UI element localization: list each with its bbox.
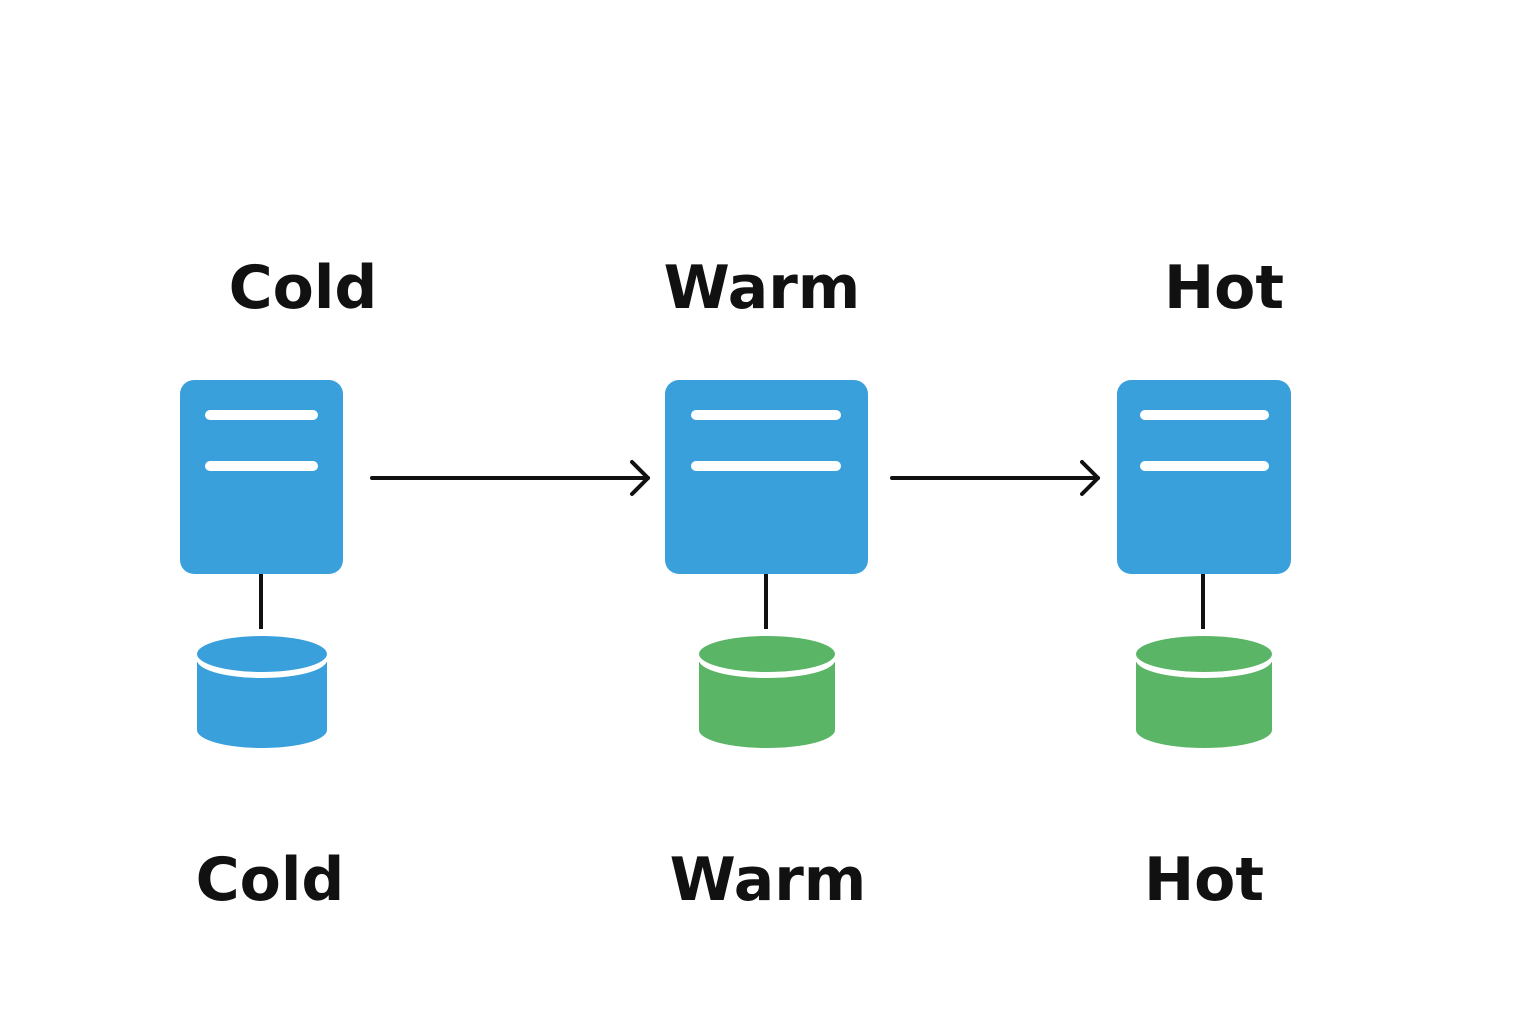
server-slot [691,461,841,471]
tier-cold-bottom-label: Cold [195,845,345,915]
server-slot [205,410,318,420]
server-slot [1140,410,1269,420]
warm-server-icon [665,380,868,574]
tier-cold-top-label: Cold [228,253,378,323]
server-slot [1140,461,1269,471]
warm-database-icon [699,636,835,748]
database-body [1136,662,1272,748]
server-slot [691,410,841,420]
server-slot [205,461,318,471]
hot-connector [1201,574,1205,629]
cold-connector [259,574,263,629]
warm-connector [764,574,768,629]
arrow-warm-to-hot [890,460,1100,496]
database-lid [1136,636,1272,672]
hot-database-icon [1136,636,1272,748]
cold-database-icon [197,636,327,748]
tier-warm-top-label: Warm [663,253,861,323]
hot-server-icon [1117,380,1291,574]
cold-server-icon [180,380,343,574]
tier-warm-bottom-label: Warm [669,845,867,915]
tier-hot-top-label: Hot [1163,253,1285,323]
database-lid [699,636,835,672]
database-lid [197,636,327,672]
tier-hot-bottom-label: Hot [1143,845,1265,915]
database-body [699,662,835,748]
database-body [197,662,327,748]
arrow-cold-to-warm [370,460,650,496]
